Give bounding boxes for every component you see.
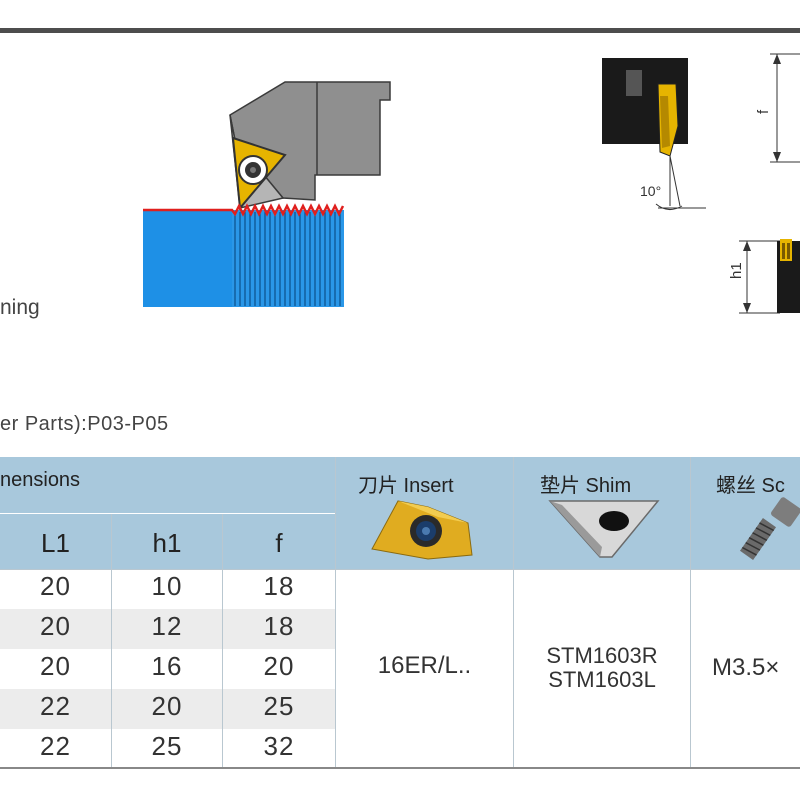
cell-h1: 16 bbox=[151, 651, 183, 681]
insert-detail-diagram: 10° bbox=[602, 58, 706, 210]
shim-model-right: STM1603R bbox=[546, 643, 658, 668]
row-stripe bbox=[0, 689, 335, 729]
parts-reference: er Parts):P03-P05 bbox=[0, 413, 169, 435]
h1-dimension-diagram: h1 bbox=[728, 239, 800, 314]
cell-L1: 20 bbox=[40, 571, 71, 601]
cell-L1: 22 bbox=[40, 691, 71, 721]
row-stripe bbox=[0, 609, 335, 649]
screw-header-label: 螺丝 Sc bbox=[716, 475, 785, 497]
cell-L1: 20 bbox=[40, 611, 71, 641]
shim-icon bbox=[548, 500, 660, 558]
cell-h1: 20 bbox=[151, 691, 183, 721]
cell-L1: 22 bbox=[40, 731, 71, 761]
bottom-rule bbox=[0, 767, 800, 769]
h1-dim-label: h1 bbox=[728, 262, 745, 279]
dimensions-header-label: nensions bbox=[0, 469, 81, 491]
dimensions-column-header-row bbox=[0, 514, 335, 569]
cell-f: 18 bbox=[263, 611, 295, 641]
top-rule bbox=[0, 28, 800, 33]
insert-header-label: 刀片 Insert bbox=[358, 475, 454, 497]
workpiece bbox=[143, 210, 238, 307]
screw-model-value: M3.5× bbox=[712, 654, 780, 681]
col-header-h1: h1 bbox=[152, 528, 182, 558]
cell-h1: 12 bbox=[151, 611, 183, 641]
insert-model-value: 16ER/L.. bbox=[377, 652, 472, 679]
f-dimension-diagram: f bbox=[755, 53, 800, 163]
col-header-f: f bbox=[275, 528, 283, 558]
threading-diagram bbox=[143, 81, 391, 307]
dimensions-group-header bbox=[0, 457, 335, 513]
cell-f: 32 bbox=[263, 731, 295, 761]
cell-f: 18 bbox=[263, 571, 295, 601]
cell-L1: 20 bbox=[40, 651, 71, 681]
cell-f: 20 bbox=[263, 651, 295, 681]
screw-icon bbox=[740, 497, 800, 560]
cell-f: 25 bbox=[263, 691, 295, 721]
cell-h1: 10 bbox=[151, 571, 183, 601]
shim-model-left: STM1603L bbox=[548, 667, 656, 692]
angle-label: 10° bbox=[640, 183, 661, 199]
caption-text: ning bbox=[0, 296, 40, 319]
thread-profile bbox=[143, 203, 345, 217]
shim-header-label: 垫片 Shim bbox=[540, 475, 632, 497]
thread-lines bbox=[234, 212, 341, 306]
f-dim-label: f bbox=[755, 109, 772, 114]
cell-h1: 25 bbox=[151, 731, 183, 761]
insert-icon bbox=[371, 500, 473, 560]
spec-table: nensions L1 h1 f 刀片 Insert 垫片 Shim 螺丝 Sc bbox=[0, 457, 800, 769]
col-header-L1: L1 bbox=[41, 528, 70, 558]
